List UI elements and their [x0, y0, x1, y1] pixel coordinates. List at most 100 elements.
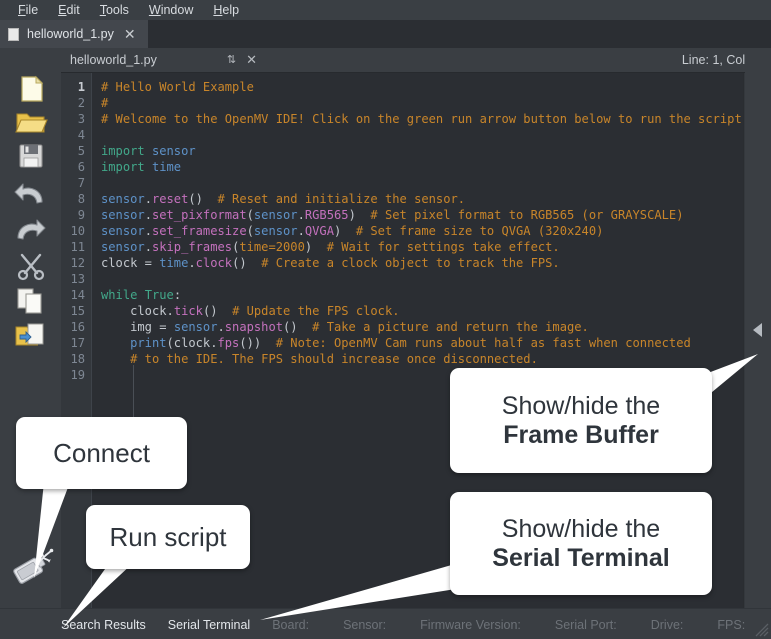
callout-framebuffer-line2: Frame Buffer — [503, 420, 659, 449]
code-line-text: # Welcome to the OpenMV IDE! Click on th… — [101, 112, 750, 126]
status-field-drive: Drive: — [650, 617, 684, 632]
save-icon[interactable] — [13, 141, 49, 171]
menu-item-file[interactable]: File — [18, 3, 39, 17]
callout-tail-connect — [34, 482, 70, 578]
code-line: 6 import time — [61, 159, 733, 175]
paste-icon[interactable] — [13, 320, 49, 350]
line-number: 9 — [77, 208, 85, 222]
menu-item-window[interactable]: Window — [148, 3, 194, 17]
line-number: 6 — [77, 160, 85, 174]
line-number: 11 — [70, 240, 85, 254]
code-line: 7 — [61, 175, 733, 191]
code-line: 19 — [61, 367, 733, 383]
editor-close-icon[interactable]: ✕ — [246, 52, 257, 67]
code-line: 4 — [61, 127, 733, 143]
code-line-text: clock = time.clock() # Create a clock ob… — [101, 256, 560, 270]
file-page-icon — [8, 27, 19, 41]
callout-run-script: Run script — [86, 505, 250, 569]
code-line: 1 # Hello World Example — [61, 79, 733, 95]
status-field-serial-port: Serial Port: — [554, 617, 617, 632]
code-line-text: import time — [101, 160, 182, 174]
callout-serial-terminal: Show/hide the Serial Terminal — [450, 492, 712, 595]
line-number: 4 — [77, 128, 85, 142]
code-line: 5 import sensor — [61, 143, 733, 159]
menu-item-tools[interactable]: Tools — [99, 3, 129, 17]
callout-terminal-line1: Show/hide the — [501, 514, 661, 543]
document-tab-label: helloworld_1.py — [27, 27, 114, 41]
callout-terminal-line2: Serial Terminal — [492, 543, 670, 572]
code-line: 15 clock.tick() # Update the FPS clock. — [61, 303, 733, 319]
line-number: 12 — [70, 256, 85, 270]
code-line-text: sensor.skip_frames(time=2000) # Wait for… — [101, 240, 560, 254]
menu-bar: File Edit Tools Window Help — [0, 0, 771, 20]
callout-connect-line1: Connect — [53, 437, 150, 468]
code-line: 8 sensor.reset() # Reset and initialize t… — [61, 191, 733, 207]
line-number: 17 — [70, 336, 85, 350]
menu-item-help[interactable]: Help — [213, 3, 240, 17]
line-number: 15 — [70, 304, 85, 318]
document-tab-bar: helloworld_1.py ✕ — [0, 20, 771, 48]
callout-tail-run — [63, 562, 134, 628]
callout-run-line1: Run script — [109, 521, 227, 552]
code-line-text: sensor.reset() # Reset and initialize th… — [101, 192, 466, 206]
menu-item-edit-rest: dit — [66, 3, 80, 17]
editor-splitter-icon[interactable]: ⇅ — [226, 54, 237, 66]
code-line: 2# — [61, 95, 733, 111]
document-tab[interactable]: helloworld_1.py ✕ — [0, 20, 148, 48]
menu-item-tools-rest: ools — [105, 3, 129, 17]
callout-tail-terminal — [260, 562, 462, 620]
menu-item-file-rest: ile — [25, 3, 39, 17]
indent-guide — [133, 365, 134, 445]
code-line-text: # — [101, 96, 109, 110]
copy-icon[interactable] — [13, 286, 49, 316]
callout-frame-buffer: Show/hide the Frame Buffer — [450, 368, 712, 473]
code-line: 11 sensor.skip_frames(time=2000) # Wait f… — [61, 239, 733, 255]
code-line: 13 — [61, 271, 733, 287]
status-tab-serial-terminal[interactable]: Serial Terminal — [167, 617, 251, 632]
code-line-text: print(clock.fps()) # Note: OpenMV Cam ru… — [130, 336, 691, 350]
status-field-fps: FPS: — [717, 617, 746, 632]
resize-grip-icon[interactable] — [755, 623, 769, 637]
new-file-icon[interactable] — [13, 74, 49, 104]
cursor-position-label: Line: 1, Col: 1 — [681, 53, 759, 67]
line-number: 8 — [77, 192, 85, 206]
close-icon[interactable]: ✕ — [123, 26, 136, 42]
code-line-text: sensor.set_pixformat(sensor.RGB565) # Se… — [101, 208, 684, 222]
code-line: 3# Welcome to the OpenMV IDE! Click on t… — [61, 111, 749, 127]
menu-item-edit[interactable]: Edit — [58, 3, 80, 17]
line-number: 19 — [70, 368, 85, 382]
line-number: 5 — [77, 144, 85, 158]
status-tab-search-results[interactable]: Search Results — [61, 617, 146, 632]
open-folder-icon[interactable] — [13, 107, 49, 137]
callout-tail-framebuffer — [700, 354, 758, 402]
left-triangle-icon[interactable] — [751, 320, 765, 340]
line-number: 18 — [70, 352, 85, 366]
line-number: 2 — [77, 96, 85, 110]
code-line-text: while True: — [101, 288, 182, 302]
status-field-firmware-version: Firmware Version: — [420, 617, 521, 632]
code-line-text: import sensor — [101, 144, 196, 158]
cut-icon[interactable] — [13, 251, 49, 281]
line-number: 7 — [77, 176, 85, 190]
redo-icon[interactable] — [13, 215, 49, 245]
code-line: 17 print(clock.fps()) # Note: OpenMV Cam… — [61, 335, 733, 351]
code-line: 16 img = sensor.snapshot() # Take a pict… — [61, 319, 733, 335]
callout-connect: Connect — [16, 417, 187, 489]
code-line: 10 sensor.set_framesize(sensor.QVGA) # Se… — [61, 223, 733, 239]
code-line-text: sensor.set_framesize(sensor.QVGA) # Set … — [101, 224, 604, 238]
code-line: 12 clock = time.clock() # Create a clock … — [61, 255, 733, 271]
callout-framebuffer-line1: Show/hide the — [501, 391, 661, 420]
code-line: 9 sensor.set_pixformat(sensor.RGB565) # S… — [61, 207, 733, 223]
undo-icon[interactable] — [13, 179, 49, 209]
code-line-text: # Hello World Example — [101, 80, 254, 94]
line-number: 14 — [70, 288, 85, 302]
status-bar: Search Results Serial Terminal Board: Se… — [0, 608, 771, 639]
menu-item-help-rest: elp — [222, 3, 240, 17]
code-line-text: img = sensor.snapshot() # Take a picture… — [101, 320, 589, 334]
line-number: 13 — [70, 272, 85, 286]
line-number: 1 — [77, 80, 85, 94]
editor-filename: helloworld_1.py — [70, 53, 157, 67]
line-number: 10 — [70, 224, 85, 238]
